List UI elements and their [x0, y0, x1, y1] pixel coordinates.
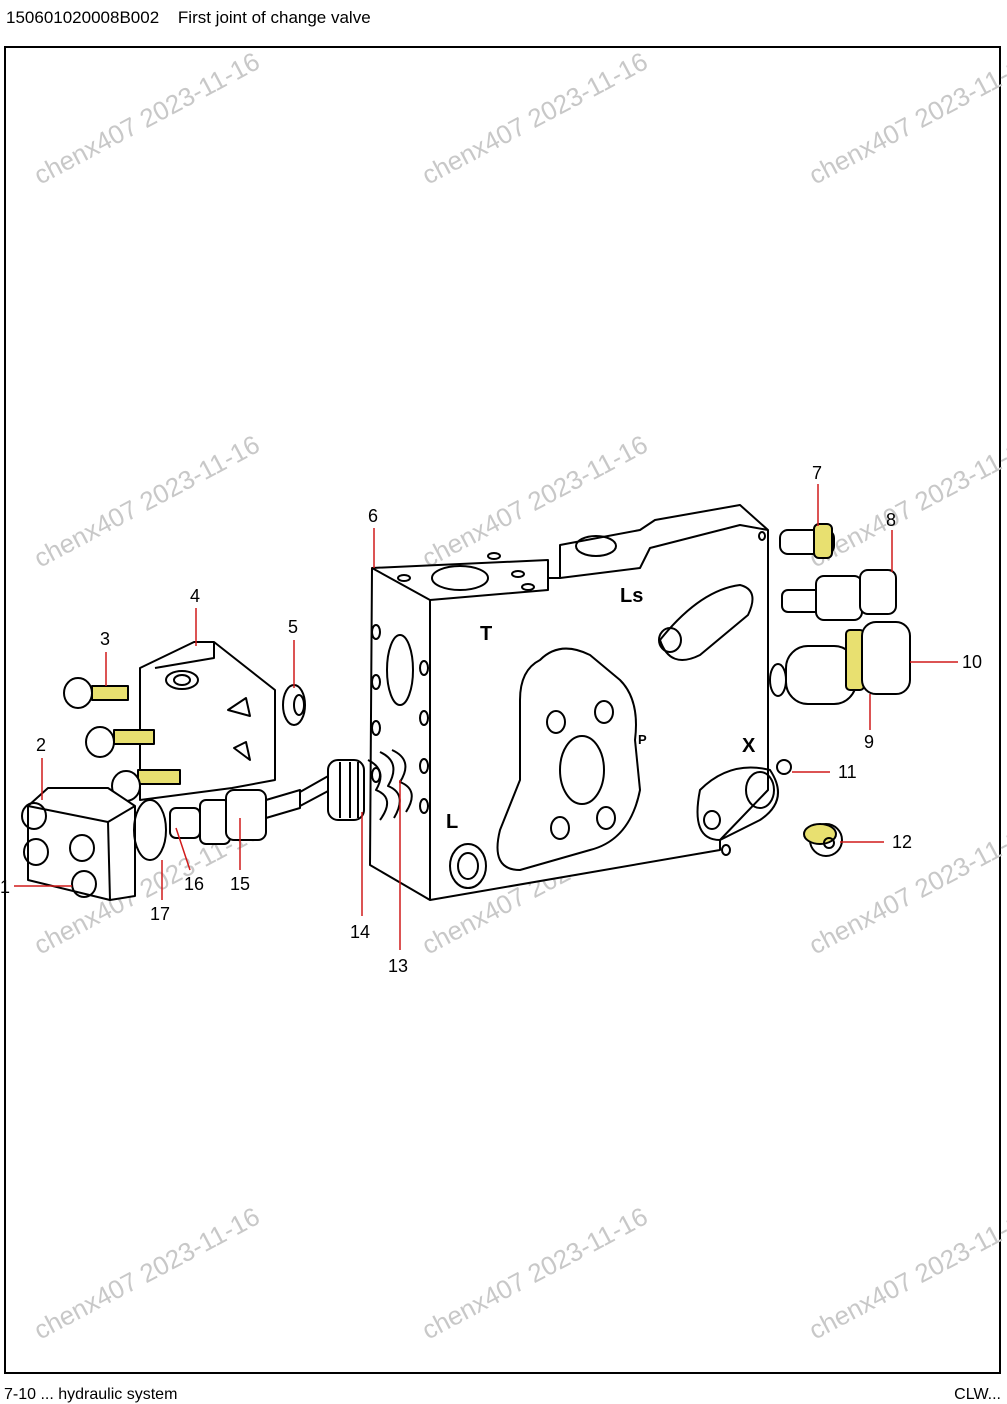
drawing-frame [4, 46, 1001, 1374]
footer-left: 7-10 ... hydraulic system [4, 1386, 178, 1403]
callout-2: 2 [36, 735, 46, 755]
bolts-3 [63, 677, 181, 802]
relief-valve-8 [781, 569, 897, 621]
port-label-ls: Ls [620, 585, 643, 607]
callout-6: 6 [368, 506, 378, 526]
callout-10: 10 [962, 652, 982, 672]
callout-13: 13 [388, 956, 408, 976]
plug-7 [779, 523, 835, 559]
port-label-l: L [446, 811, 458, 833]
port-label-p: P [638, 732, 647, 747]
footer-right: CLW... [954, 1386, 1001, 1403]
cover-plate-2 [21, 787, 136, 901]
callout-1: 1 [0, 877, 10, 897]
watermark-text: chenx407 2023-11-16 [804, 1201, 1007, 1345]
seal-ring-5 [282, 684, 306, 726]
callout-11: 11 [838, 762, 857, 782]
plug-11 [776, 759, 792, 775]
callout-17: 17 [150, 904, 170, 924]
part-number: 150601020008B002 [6, 8, 160, 27]
callout-16: 16 [184, 874, 204, 894]
valve-body [369, 504, 779, 901]
watermark-text: chenx407 2023-11-16 [29, 46, 265, 190]
watermark-text: chenx407 2023-11-16 [29, 429, 265, 573]
callout-15: 15 [230, 874, 250, 894]
o-ring-17 [133, 799, 167, 861]
port-label-x: X [742, 735, 756, 757]
callout-7: 7 [812, 463, 822, 483]
plug-12 [803, 823, 843, 857]
page-header: 150601020008B002 First joint of change v… [6, 8, 371, 28]
cartridge-10 [769, 621, 911, 705]
watermark-text: chenx407 2023-11-16 [29, 1201, 265, 1345]
watermark-text: chenx407 2023-11-16 [804, 429, 1007, 573]
callout-5: 5 [288, 617, 298, 637]
end-cover-housing [139, 641, 276, 801]
watermark-text: chenx407 2023-11-16 [417, 46, 653, 190]
part-title: First joint of change valve [177, 8, 371, 27]
callout-3: 3 [100, 629, 110, 649]
callout-9: 9 [864, 732, 874, 752]
watermark-text: chenx407 2023-11-16 [804, 46, 1007, 190]
port-labels: T Ls L X P [446, 585, 756, 833]
callout-12: 12 [892, 832, 912, 852]
port-label-t: T [480, 623, 492, 645]
watermark-text: chenx407 2023-11-16 [417, 1201, 653, 1345]
callout-8: 8 [886, 510, 896, 530]
leader-lines [14, 484, 958, 950]
callout-labels: 1 2 3 4 5 6 7 8 9 10 11 12 13 14 15 16 1… [0, 463, 982, 976]
callout-4: 4 [190, 586, 200, 606]
callout-14: 14 [350, 922, 370, 942]
